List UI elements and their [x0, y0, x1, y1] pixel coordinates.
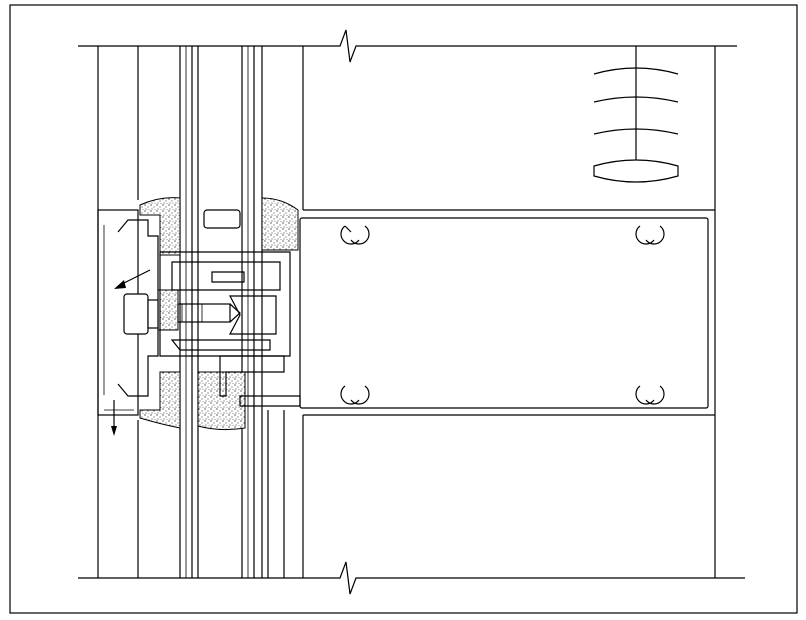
spacer-block	[203, 209, 241, 229]
insulating-glass-panel	[179, 46, 285, 578]
adjustable-bracket	[593, 46, 679, 183]
break-lines	[78, 29, 745, 595]
structural-silicone-seal	[139, 197, 299, 431]
drawing-frame	[9, 4, 798, 614]
floor-slab	[97, 46, 716, 578]
drainage-arrow	[104, 269, 151, 436]
steel-mullion-tube	[299, 217, 709, 409]
anchor-bolt	[123, 293, 241, 335]
